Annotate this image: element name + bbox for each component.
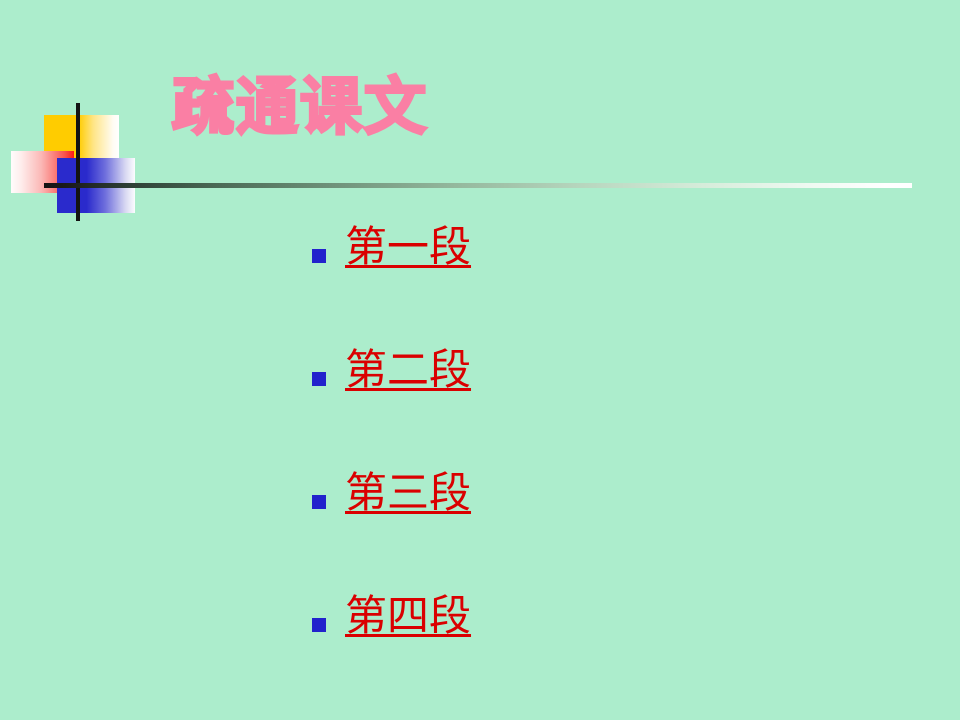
square-bullet-icon xyxy=(312,372,326,386)
list-item[interactable]: 第三段 xyxy=(312,468,872,591)
list-item-link[interactable]: 第四段 xyxy=(345,591,472,640)
bullet-list: 第一段 第二段 第三段 第四段 xyxy=(312,222,872,640)
horizontal-rule xyxy=(44,183,912,188)
square-bullet-icon xyxy=(312,495,326,509)
list-item-link[interactable]: 第三段 xyxy=(345,468,472,517)
square-bullet-icon xyxy=(312,249,326,263)
page-title: 疏通课文 xyxy=(170,70,429,143)
vertical-rule xyxy=(76,103,80,221)
list-item-link[interactable]: 第二段 xyxy=(345,345,472,394)
list-item[interactable]: 第二段 xyxy=(312,345,872,468)
list-item-link[interactable]: 第一段 xyxy=(345,222,472,271)
square-bullet-icon xyxy=(312,618,326,632)
list-item[interactable]: 第一段 xyxy=(312,222,872,345)
